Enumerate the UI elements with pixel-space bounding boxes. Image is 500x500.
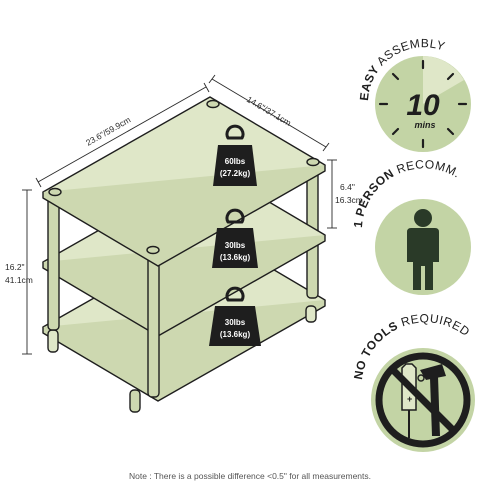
clock-elapsed-wedge (423, 56, 464, 104)
svg-text:+: + (407, 394, 412, 404)
post-front-right-lower (147, 251, 160, 398)
person-badge: 1 PERSON RECOMM. (351, 157, 471, 295)
dimension-lines (22, 74, 337, 355)
measurement-note: Note : There is a possible difference <0… (128, 471, 371, 481)
tools-badge: NO TOOLS REQUIRED + (351, 311, 475, 452)
assembly-badge: EASY ASSEMBLY 10 mins (357, 36, 471, 152)
assembly-minutes-value: 10 (406, 89, 440, 122)
weight-top-lbs: 60lbs (225, 157, 246, 166)
gap-cm: 16.3cm (335, 195, 363, 205)
weight-bottom-kg: (13.6kg) (220, 330, 251, 339)
weight-bottom-lbs: 30lbs (225, 318, 246, 327)
depth-cm: /37.1cm (262, 104, 293, 128)
top-shelf (42, 96, 326, 267)
prohibited-icon (375, 352, 471, 448)
post-front-left-lower (47, 194, 60, 331)
person-icon (407, 209, 439, 290)
clock-ticks (378, 59, 468, 149)
height-cm: 41.1cm (5, 275, 33, 285)
width-cm: /59.9cm (101, 115, 132, 139)
shelf-illustration (42, 96, 326, 413)
person-title-rest: RECOMM. (390, 157, 463, 180)
assembly-minutes-unit: mins (414, 120, 435, 130)
weight-middle-kg: (13.6kg) (220, 253, 251, 262)
weight-top (213, 124, 257, 186)
height-inches: 16.2" (5, 262, 25, 272)
gap-inches: 6.4" (340, 182, 355, 192)
tools-title-rest: REQUIRED (395, 311, 473, 339)
weight-top-kg: (27.2kg) (220, 169, 251, 178)
weight-bottom (209, 286, 261, 346)
weight-middle (212, 208, 258, 268)
weight-middle-lbs: 30lbs (225, 241, 246, 250)
